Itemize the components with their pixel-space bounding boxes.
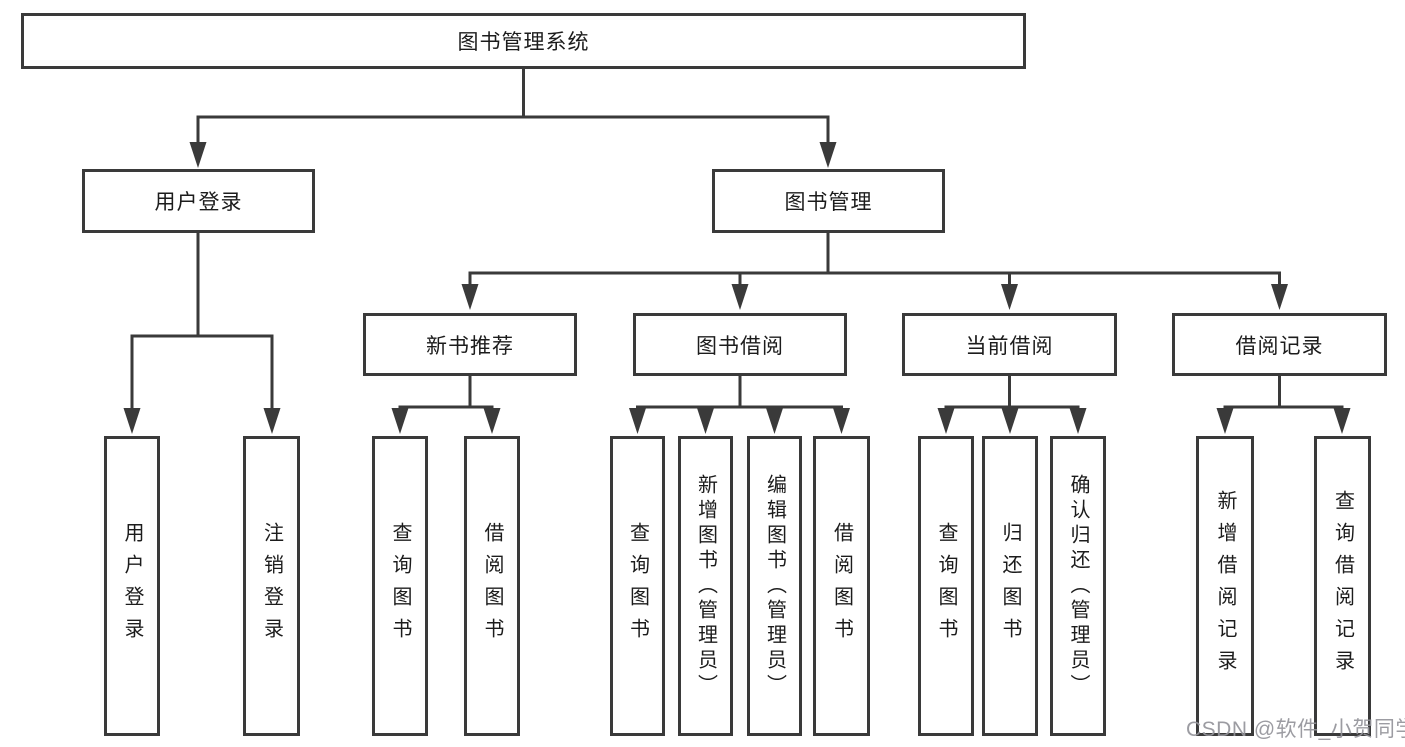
leaf-cur-query-books: 查询图书 xyxy=(918,436,974,736)
node-current-borrow: 当前借阅 xyxy=(902,313,1117,376)
node-book-management-label: 图书管理 xyxy=(784,191,873,214)
leaf-logout: 注销登录 xyxy=(243,436,300,736)
leaf-bw-edit-books-admin-label: 编辑图书（管理员） xyxy=(763,473,786,699)
node-book-management: 图书管理 xyxy=(712,169,945,233)
node-book-borrow-label: 图书借阅 xyxy=(696,334,784,358)
leaf-cur-return-books-label: 归还图书 xyxy=(999,522,1021,650)
node-root: 图书管理系统 xyxy=(21,13,1026,69)
leaf-bw-query-books-label: 查询图书 xyxy=(626,522,649,650)
leaf-rec-query-record-label: 查询借阅记录 xyxy=(1331,490,1354,682)
leaf-bw-edit-books-admin: 编辑图书（管理员） xyxy=(747,436,802,736)
leaf-bw-query-books: 查询图书 xyxy=(610,436,665,736)
node-current-borrow-label: 当前借阅 xyxy=(965,334,1054,358)
leaf-cur-confirm-return-admin-label: 确认归还（管理员） xyxy=(1067,473,1089,699)
node-new-book-recommend: 新书推荐 xyxy=(363,313,577,376)
leaf-rec-query-record: 查询借阅记录 xyxy=(1314,436,1371,736)
leaf-nb-borrow-books-label: 借阅图书 xyxy=(481,522,503,650)
node-book-borrow: 图书借阅 xyxy=(633,313,847,376)
leaf-bw-add-books-admin: 新增图书（管理员） xyxy=(678,436,733,736)
leaf-bw-borrow-books-label: 借阅图书 xyxy=(830,522,853,650)
leaf-bw-add-books-admin-label: 新增图书（管理员） xyxy=(694,473,717,699)
node-user-login-label: 用户登录 xyxy=(154,191,243,214)
leaf-nb-borrow-books: 借阅图书 xyxy=(464,436,520,736)
leaf-bw-borrow-books: 借阅图书 xyxy=(813,436,870,736)
leaf-rec-add-record-label: 新增借阅记录 xyxy=(1214,490,1236,682)
node-borrow-records: 借阅记录 xyxy=(1172,313,1387,376)
leaf-logout-label: 注销登录 xyxy=(260,522,283,650)
leaf-cur-query-books-label: 查询图书 xyxy=(935,522,957,650)
leaf-user-login-label: 用户登录 xyxy=(121,522,143,650)
node-root-label: 图书管理系统 xyxy=(457,31,590,54)
leaf-rec-add-record: 新增借阅记录 xyxy=(1196,436,1254,736)
leaf-cur-confirm-return-admin: 确认归还（管理员） xyxy=(1050,436,1106,736)
leaf-user-login: 用户登录 xyxy=(104,436,160,736)
node-borrow-records-label: 借阅记录 xyxy=(1235,334,1324,358)
csdn-watermark: CSDN @软件_小贺同学 xyxy=(1186,718,1405,741)
leaf-cur-return-books: 归还图书 xyxy=(982,436,1038,736)
node-new-book-recommend-label: 新书推荐 xyxy=(426,334,514,358)
leaf-nb-query-books-label: 查询图书 xyxy=(389,522,411,650)
leaf-nb-query-books: 查询图书 xyxy=(372,436,428,736)
node-user-login: 用户登录 xyxy=(82,169,315,233)
